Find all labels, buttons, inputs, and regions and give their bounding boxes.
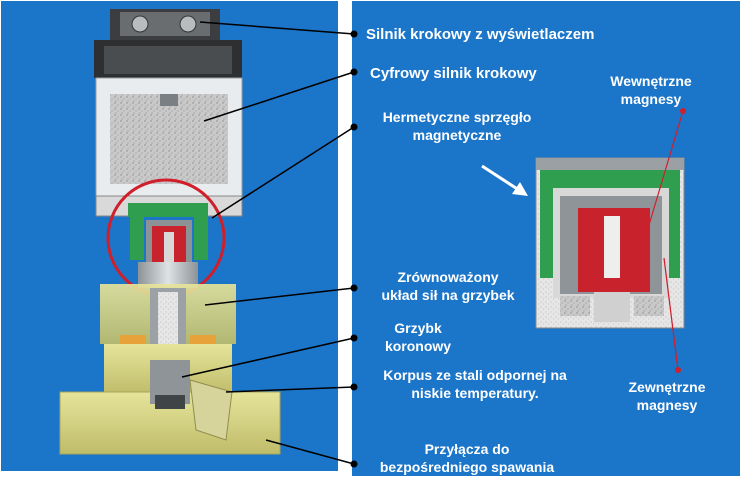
label-balanced-forces-line1: Zrównoważony	[397, 269, 499, 285]
label-balanced-forces-line2: układ sił na grzybek	[381, 287, 515, 303]
label-weld-connections-line1: Przyłącza do	[424, 441, 510, 457]
label-weld-connections-line2: bezpośredniego spawania	[379, 459, 555, 475]
valve-body	[59, 344, 281, 455]
coupling-detail	[535, 157, 685, 329]
label-crown-plug-line1: Grzybk	[394, 320, 442, 336]
label-crown-plug-line2: koronowy	[384, 338, 452, 354]
magnetic-coupling	[106, 178, 226, 298]
label-outer-magnets-line2: magnesy	[636, 397, 698, 413]
label-outer-magnets-line1: Zewnętrzne	[628, 379, 706, 395]
leader-lines	[181, 21, 355, 465]
label-inner-magnets: Wewnętrzne magnesy	[596, 72, 706, 108]
label-weld-connections: Przyłącza do bezpośredniego spawania	[356, 440, 578, 476]
label-balanced-forces: Zrównoważony układ sił na grzybek	[354, 268, 542, 304]
label-valve-body-line1: Korpus ze stali odpornej na	[383, 367, 567, 383]
label-hermetic-coupling: Hermetyczne sprzęgło magnetyczne	[382, 109, 532, 143]
label-digital-stepper: Cyfrowy silnik krokowy	[370, 65, 537, 82]
leader-dots	[350, 30, 358, 468]
label-inner-magnets-line2: magnesy	[620, 91, 682, 107]
label-outer-magnets: Zewnętrzne magnesy	[614, 378, 720, 414]
magnet-pointers	[645, 108, 686, 373]
digital-stepper-motor	[95, 77, 243, 217]
label-crown-plug: Grzybk koronowy	[368, 319, 468, 355]
label-stepper-display: Silnik krokowy z wyświetlaczem	[366, 26, 595, 43]
label-valve-body-line2: niskie temperatury.	[411, 385, 539, 401]
stepper-motor-head	[94, 9, 242, 78]
label-inner-magnets-line1: Wewnętrzne	[610, 73, 692, 89]
coupling-arrow	[481, 164, 528, 196]
label-valve-body: Korpus ze stali odpornej na niskie temper…	[360, 366, 590, 402]
